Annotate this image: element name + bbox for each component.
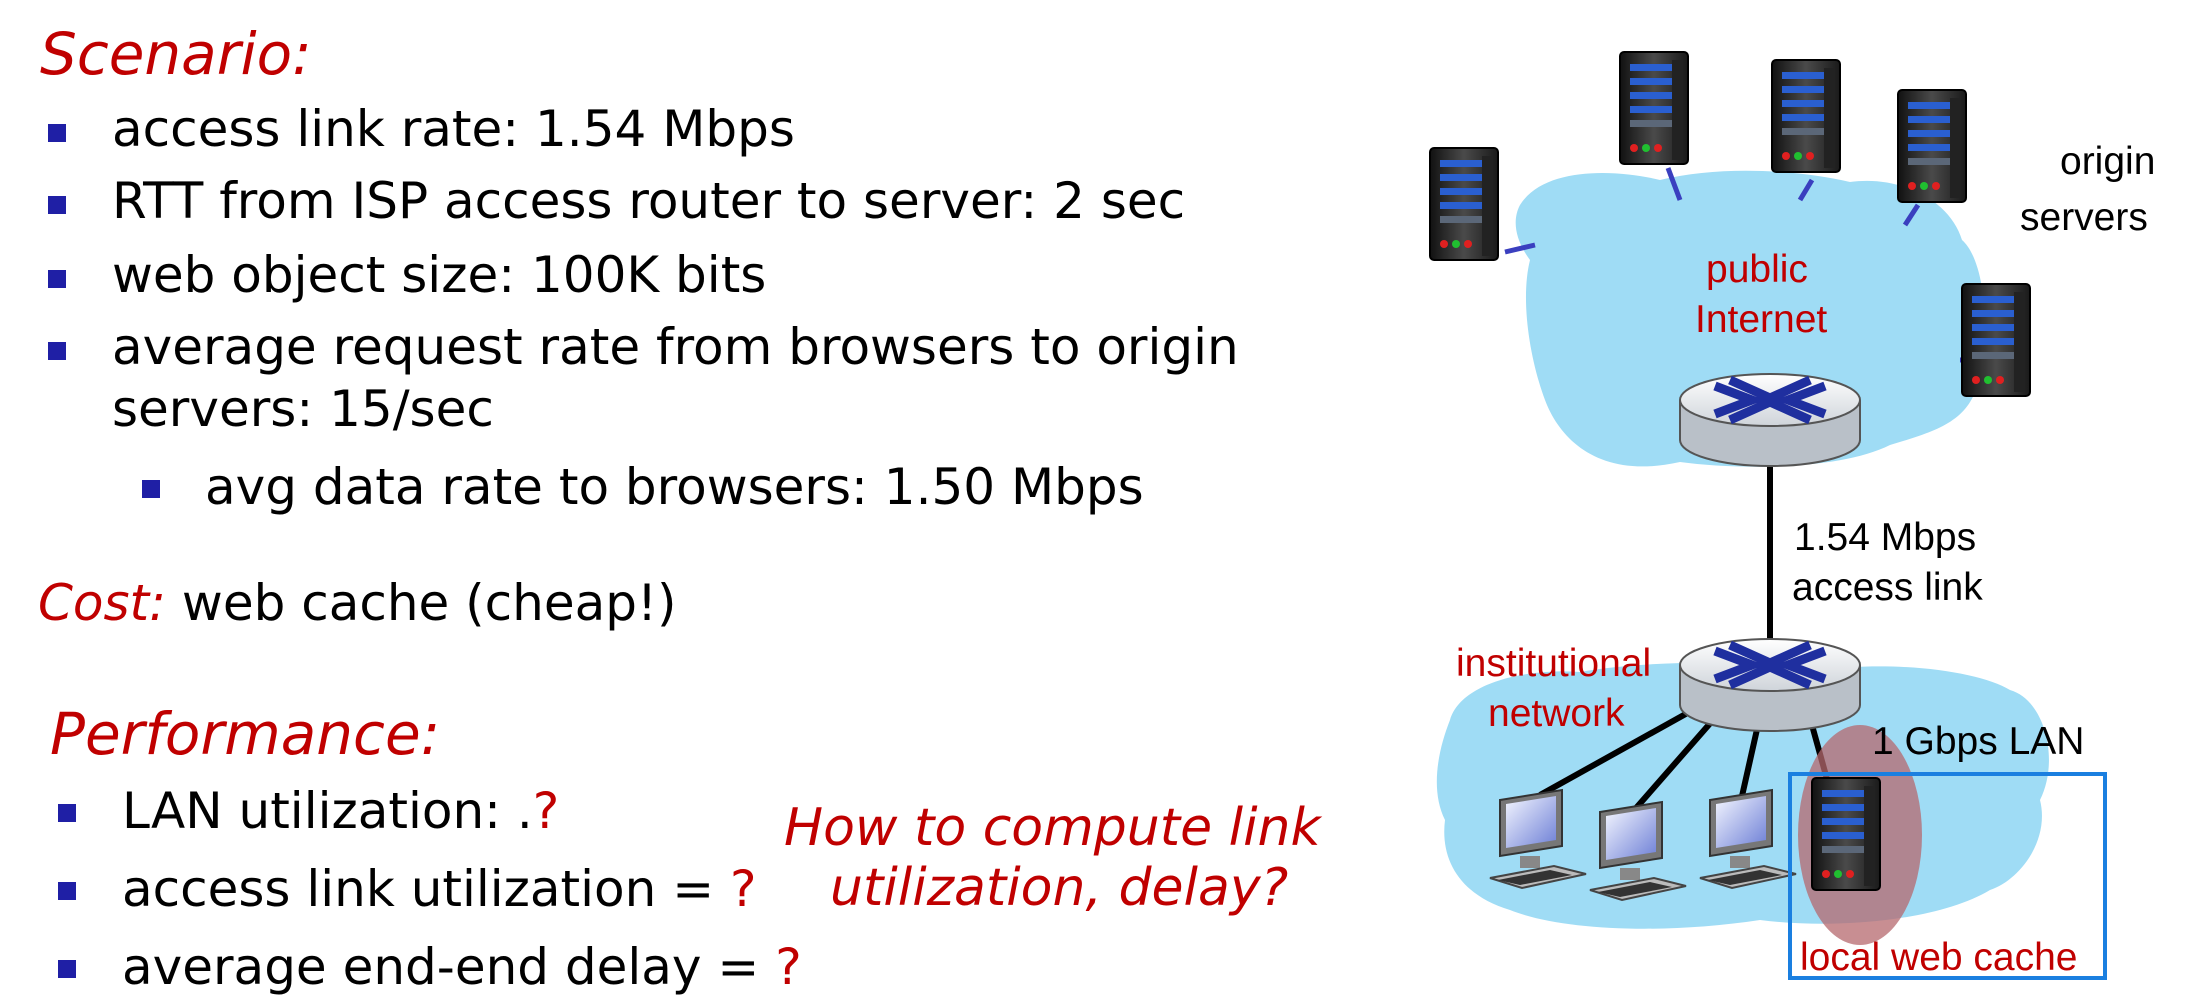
origin-server-icon — [1897, 89, 1967, 203]
isp-router-icon — [1680, 374, 1860, 466]
sub-bullet-avg-data-rate: avg data rate to browsers: 1.50 Mbps — [205, 458, 1144, 516]
performance-heading: Performance: — [50, 700, 441, 768]
perf-access-text: access link utilization = — [122, 860, 731, 918]
perf-access-question: ? — [730, 860, 757, 918]
perf-delay-text: average end-end delay = — [122, 938, 776, 996]
bullet-request-rate-cont: servers: 15/sec — [112, 380, 494, 438]
bullet-rtt: RTT from ISP access router to server: 2 … — [112, 172, 1186, 230]
bullet-marker — [48, 342, 66, 360]
bullet-marker — [58, 882, 76, 900]
origin-server-icon — [1771, 59, 1841, 173]
question-line-1: How to compute link — [784, 798, 1321, 858]
bullet-marker — [58, 804, 76, 822]
access-link-label-2: access link — [1792, 566, 1983, 609]
bullet-object-size: web object size: 100K bits — [112, 246, 767, 304]
bullet-request-rate: average request rate from browsers to or… — [112, 318, 1239, 376]
cache-server-icon — [1811, 777, 1881, 891]
institutional-network-label-1: institutional — [1456, 642, 1652, 685]
origin-server-icon — [1961, 283, 2031, 397]
local-web-cache-label: local web cache — [1800, 936, 2078, 979]
bullet-marker — [48, 124, 66, 142]
institutional-network-label-2: network — [1488, 692, 1625, 735]
access-link-label-1: 1.54 Mbps — [1794, 516, 1977, 559]
bullet-access-link-rate: access link rate: 1.54 Mbps — [112, 100, 795, 158]
perf-lan-text: LAN utilization: . — [122, 782, 533, 840]
bullet-marker — [48, 270, 66, 288]
cost-label: Cost: — [38, 574, 167, 632]
origin-server-icon — [1429, 147, 1499, 261]
public-internet-label-2: Internet — [1695, 298, 1828, 341]
cache-box — [1788, 772, 2107, 980]
perf-access-link-utilization: access link utilization = ? — [122, 860, 757, 918]
bullet-marker — [48, 196, 66, 214]
public-internet-label-1: public — [1706, 248, 1808, 291]
cost-text: web cache (cheap!) — [181, 574, 677, 632]
public-internet-cloud — [1515, 170, 1985, 467]
institutional-router-icon — [1680, 639, 1860, 731]
perf-end-end-delay: average end-end delay = ? — [122, 938, 802, 996]
lan-label: 1 Gbps LAN — [1872, 720, 2085, 763]
perf-lan-question: ? — [532, 782, 560, 840]
origin-servers-label-1: origin — [2060, 140, 2156, 183]
perf-lan-utilization: LAN utilization: .? — [122, 782, 559, 840]
question-line-2: utilization, delay? — [830, 858, 1289, 918]
cost-line: Cost: web cache (cheap!) — [38, 574, 677, 632]
origin-server-icon — [1619, 51, 1689, 165]
origin-servers-label-2: servers — [2020, 196, 2148, 239]
bullet-marker — [58, 960, 76, 978]
sub-bullet-marker — [142, 480, 160, 498]
perf-delay-question: ? — [775, 938, 802, 996]
scenario-heading: Scenario: — [40, 20, 312, 88]
